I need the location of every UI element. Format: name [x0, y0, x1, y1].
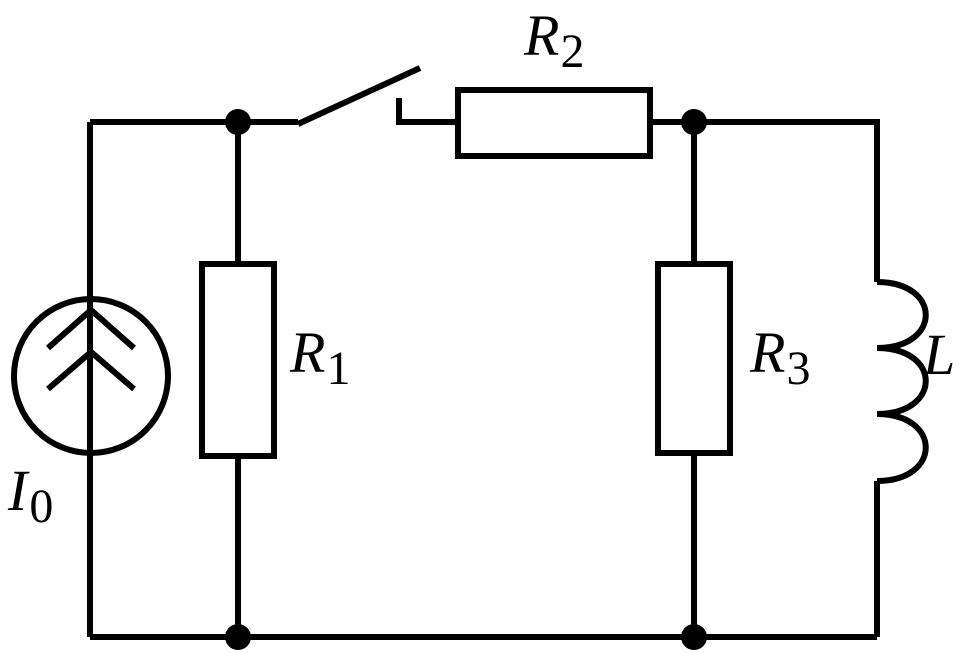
junction-node-top-right: [681, 109, 707, 135]
switch-to-r2-wire: [396, 98, 458, 125]
r3-resistor: [655, 261, 733, 456]
current-source-arrow-upper: [46, 305, 136, 351]
top-right-wire: [650, 119, 880, 282]
current-source-label: I0: [7, 458, 53, 533]
inductor-label: L: [922, 322, 955, 387]
junction-node-bottom-left: [225, 624, 251, 650]
inductor-coil: [876, 279, 929, 484]
r2-label: R2: [523, 3, 584, 78]
r1-label: R1: [289, 320, 350, 395]
switch-blade: [296, 65, 422, 127]
junction-node-top-left: [225, 109, 251, 135]
junction-nodes: [225, 109, 707, 650]
r2-resistor: [455, 87, 653, 159]
current-source-arrow-lower: [46, 348, 136, 392]
switch: [296, 65, 422, 127]
r1-resistor: [199, 261, 277, 459]
current-source-circle: [11, 296, 171, 456]
r3-label: R3: [749, 320, 810, 395]
junction-node-bottom-right: [681, 624, 707, 650]
wires: [87, 98, 880, 640]
current-source: [11, 296, 171, 456]
